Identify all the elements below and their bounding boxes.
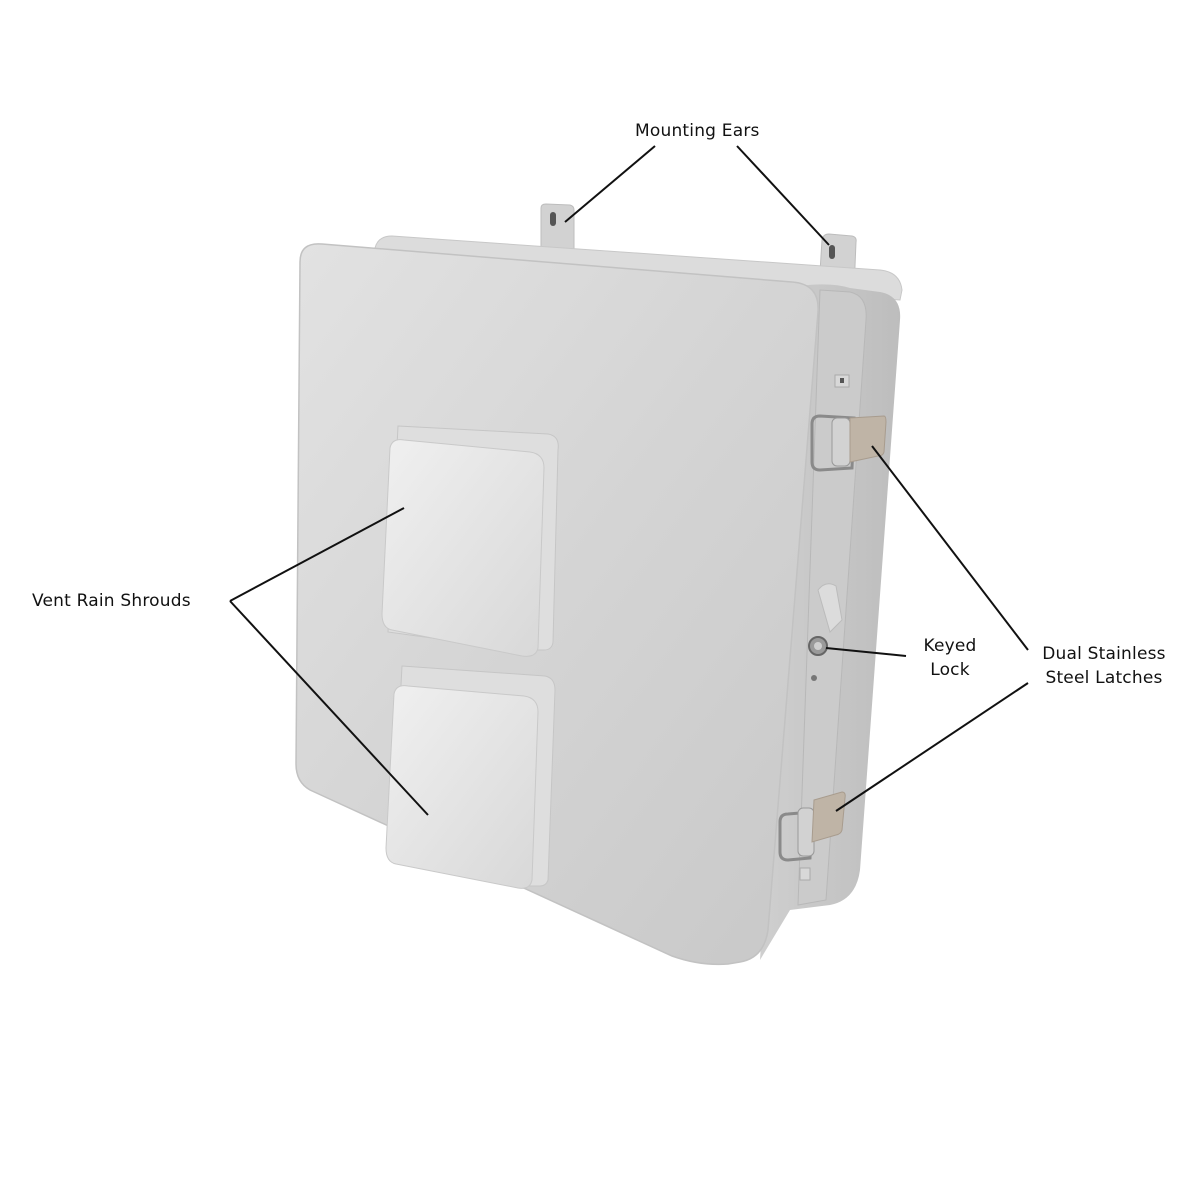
label-keyed-lock-line2: Lock — [930, 660, 970, 680]
leader-lines — [229, 145, 1029, 816]
vent-shroud-upper — [381, 425, 559, 657]
mounting-ear-left — [540, 203, 575, 251]
label-keyed-lock-line1: Keyed — [923, 636, 977, 656]
label-mounting-ears: Mounting Ears — [635, 121, 760, 141]
label-vent-rain-shrouds: Vent Rain Shrouds — [32, 591, 191, 611]
vent-shroud-lower — [385, 665, 556, 889]
latch-lower — [778, 791, 846, 881]
label-latches-line2: Steel Latches — [1045, 668, 1163, 688]
enclosure-front-cover — [295, 243, 819, 966]
label-dual-stainless-steel-latches: Dual Stainless Steel Latches — [1034, 642, 1174, 690]
label-latches-line1: Dual Stainless — [1042, 644, 1166, 664]
label-keyed-lock: Keyed Lock — [912, 634, 988, 682]
keyed-lock — [808, 583, 843, 681]
